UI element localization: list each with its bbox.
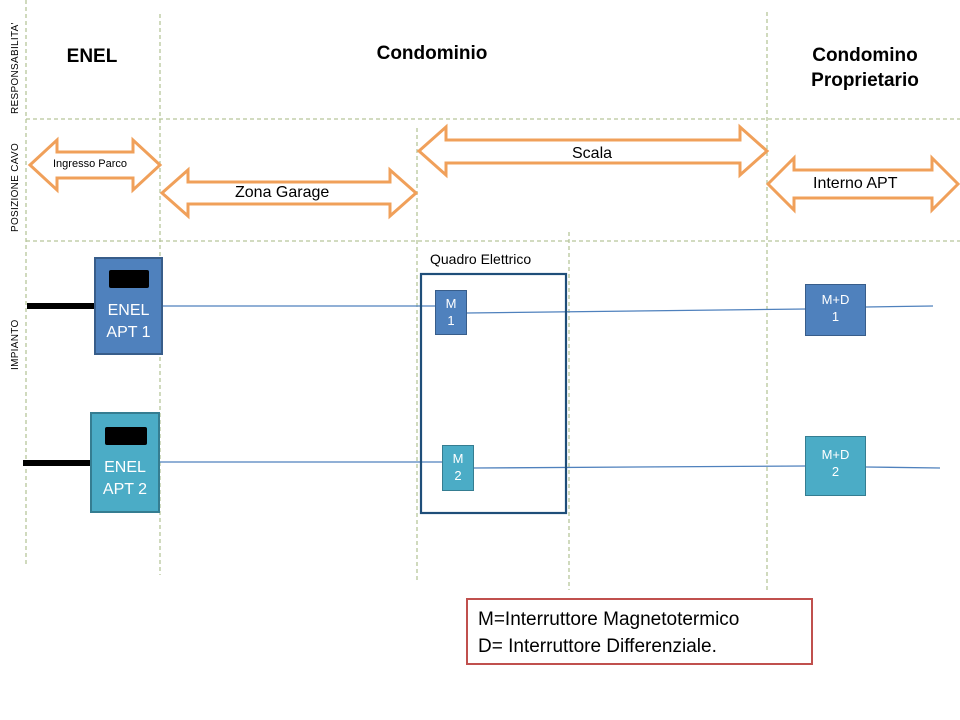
row-label-impianto: IMPIANTO [10, 319, 21, 370]
breaker-md1: M+D 1 [805, 284, 866, 336]
header-condomino-line1: Condomino [812, 45, 918, 66]
legend-line-differenziale: D= Interruttore Differenziale. [478, 636, 717, 657]
quadro-elettrico-frame [419, 272, 568, 515]
wire-md1-out [865, 305, 934, 308]
enel-meter-apt2-line1: ENEL [104, 459, 146, 476]
breaker-md2-line2: 2 [831, 464, 840, 479]
arrow-zona-garage [159, 166, 419, 220]
wire-m1-to-md1 [466, 308, 807, 314]
header-condomino-line2: Proprietario [811, 70, 919, 91]
arrow-label-interno-apt: Interno APT [813, 175, 898, 192]
breaker-m2-line1: M [452, 451, 464, 466]
row-label-responsabilita: RESPONSABILITA' [10, 22, 21, 114]
breaker-m2-line2: 2 [454, 468, 462, 483]
legend-box: M=Interruttore Magnetotermico D= Interru… [466, 598, 813, 665]
breaker-m1-line2: 1 [447, 313, 455, 328]
header-enel: ENEL [66, 46, 118, 67]
breaker-m2: M 2 [442, 445, 474, 491]
arrow-label-scala: Scala [572, 145, 613, 162]
arrow-scala [416, 123, 770, 179]
wire-m2-to-md2 [473, 465, 807, 469]
arrow-label-zona-garage: Zona Garage [235, 184, 330, 201]
breaker-md2: M+D 2 [805, 436, 866, 496]
enel-meter-apt1-line1: ENEL [107, 302, 150, 319]
wire-md2-out [865, 466, 941, 469]
breaker-m1: M 1 [435, 290, 467, 335]
enel-meter-apt2-line2: APT 2 [102, 481, 148, 498]
header-condominio: Condominio [376, 43, 488, 64]
enel-meter-apt1-line2: APT 1 [106, 324, 151, 341]
legend-line-magnetotermico: M=Interruttore Magnetotermico [478, 609, 740, 630]
arrow-label-ingresso-parco: Ingresso Parco [53, 158, 127, 170]
quadro-elettrico-title: Quadro Elettrico [430, 251, 532, 267]
arrow-ingresso-parco [27, 136, 163, 194]
arrow-interno-apt [765, 154, 960, 214]
breaker-m1-line1: M [445, 296, 457, 311]
enel-meter-apt1-display [109, 270, 149, 288]
enel-meter-apt2-display [105, 427, 147, 445]
breaker-md2-line1: M+D [821, 447, 850, 462]
header-condomino-proprietario: Condomino Proprietario [790, 43, 940, 93]
breaker-md1-line1: M+D [821, 292, 850, 307]
row-label-posizione-cavo: POSIZIONE CAVO [10, 142, 21, 232]
breaker-md1-line2: 1 [831, 309, 840, 324]
